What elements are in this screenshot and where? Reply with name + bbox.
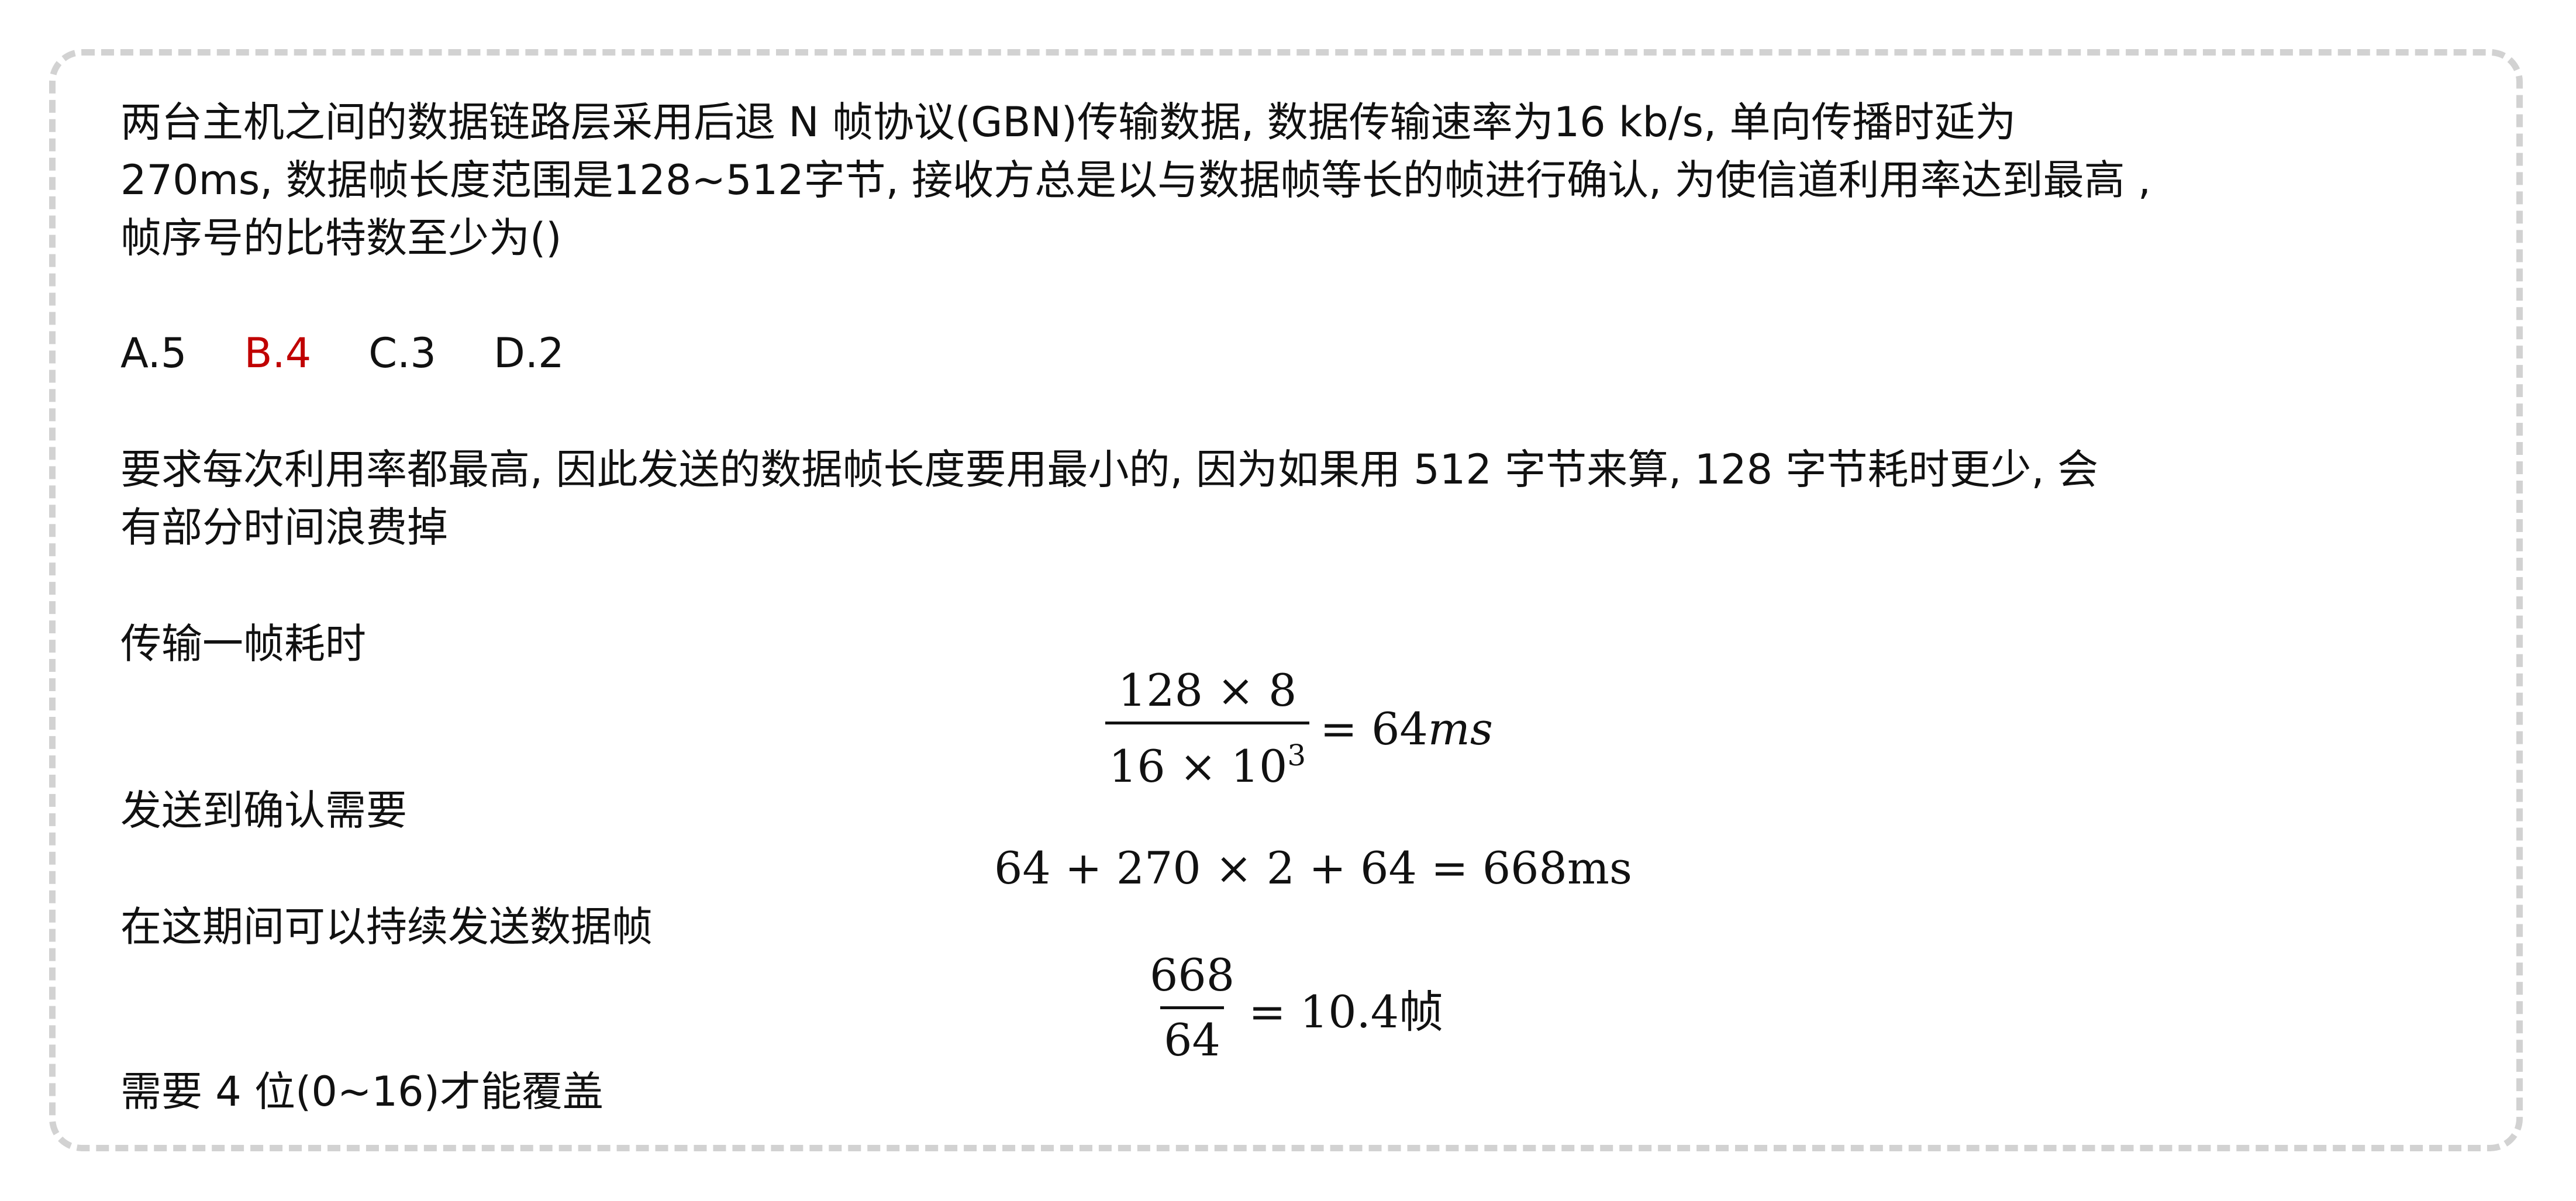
explanation-line-2: 有部分时间浪费掉 <box>120 503 448 551</box>
frame-time-result: = 64ms <box>1320 702 1493 755</box>
conclusion: 需要 4 位(0~16)才能覆盖 <box>120 1068 604 1116</box>
frames-denominator: 64 <box>1160 1006 1224 1065</box>
frames-fraction: 668 64 <box>1146 950 1238 1065</box>
question-line-1: 两台主机之间的数据链路层采用后退 N 帧协议(GBN)传输数据, 数据传输速率为… <box>120 98 2016 146</box>
question-line-2: 270ms, 数据帧长度范围是128~512字节, 接收方总是以与数据帧等长的帧… <box>120 156 2151 204</box>
frame-time-label: 传输一帧耗时 <box>120 620 366 668</box>
answer-card <box>49 49 2523 1151</box>
option-a: A.5 <box>120 329 187 377</box>
frames-formula: 668 64 = 10.4帧 <box>1146 950 1443 1065</box>
option-b-correct: B.4 <box>244 329 312 377</box>
frame-time-formula: 128 × 8 16 × 103 = 64ms <box>1105 665 1493 792</box>
ack-formula: 64 + 270 × 2 + 64 = 668ms <box>994 842 1632 894</box>
ack-label: 发送到确认需要 <box>120 786 407 834</box>
option-c: C.3 <box>368 329 436 377</box>
option-d: D.2 <box>493 329 564 377</box>
explanation-line-1: 要求每次利用率都最高, 因此发送的数据帧长度要用最小的, 因为如果用 512 字… <box>120 446 2098 493</box>
frames-result: = 10.4帧 <box>1249 985 1444 1038</box>
frame-time-fraction: 128 × 8 16 × 103 <box>1105 664 1310 792</box>
options-row: A.5 B.4 C.3 D.2 <box>120 325 622 382</box>
frames-numerator: 668 <box>1150 949 1235 1001</box>
frame-time-numerator: 128 × 8 <box>1118 664 1297 716</box>
frame-time-denominator: 16 × 103 <box>1105 722 1310 792</box>
continuous-label: 在这期间可以持续发送数据帧 <box>120 903 653 951</box>
question-line-3: 帧序号的比特数至少为() <box>120 214 562 262</box>
